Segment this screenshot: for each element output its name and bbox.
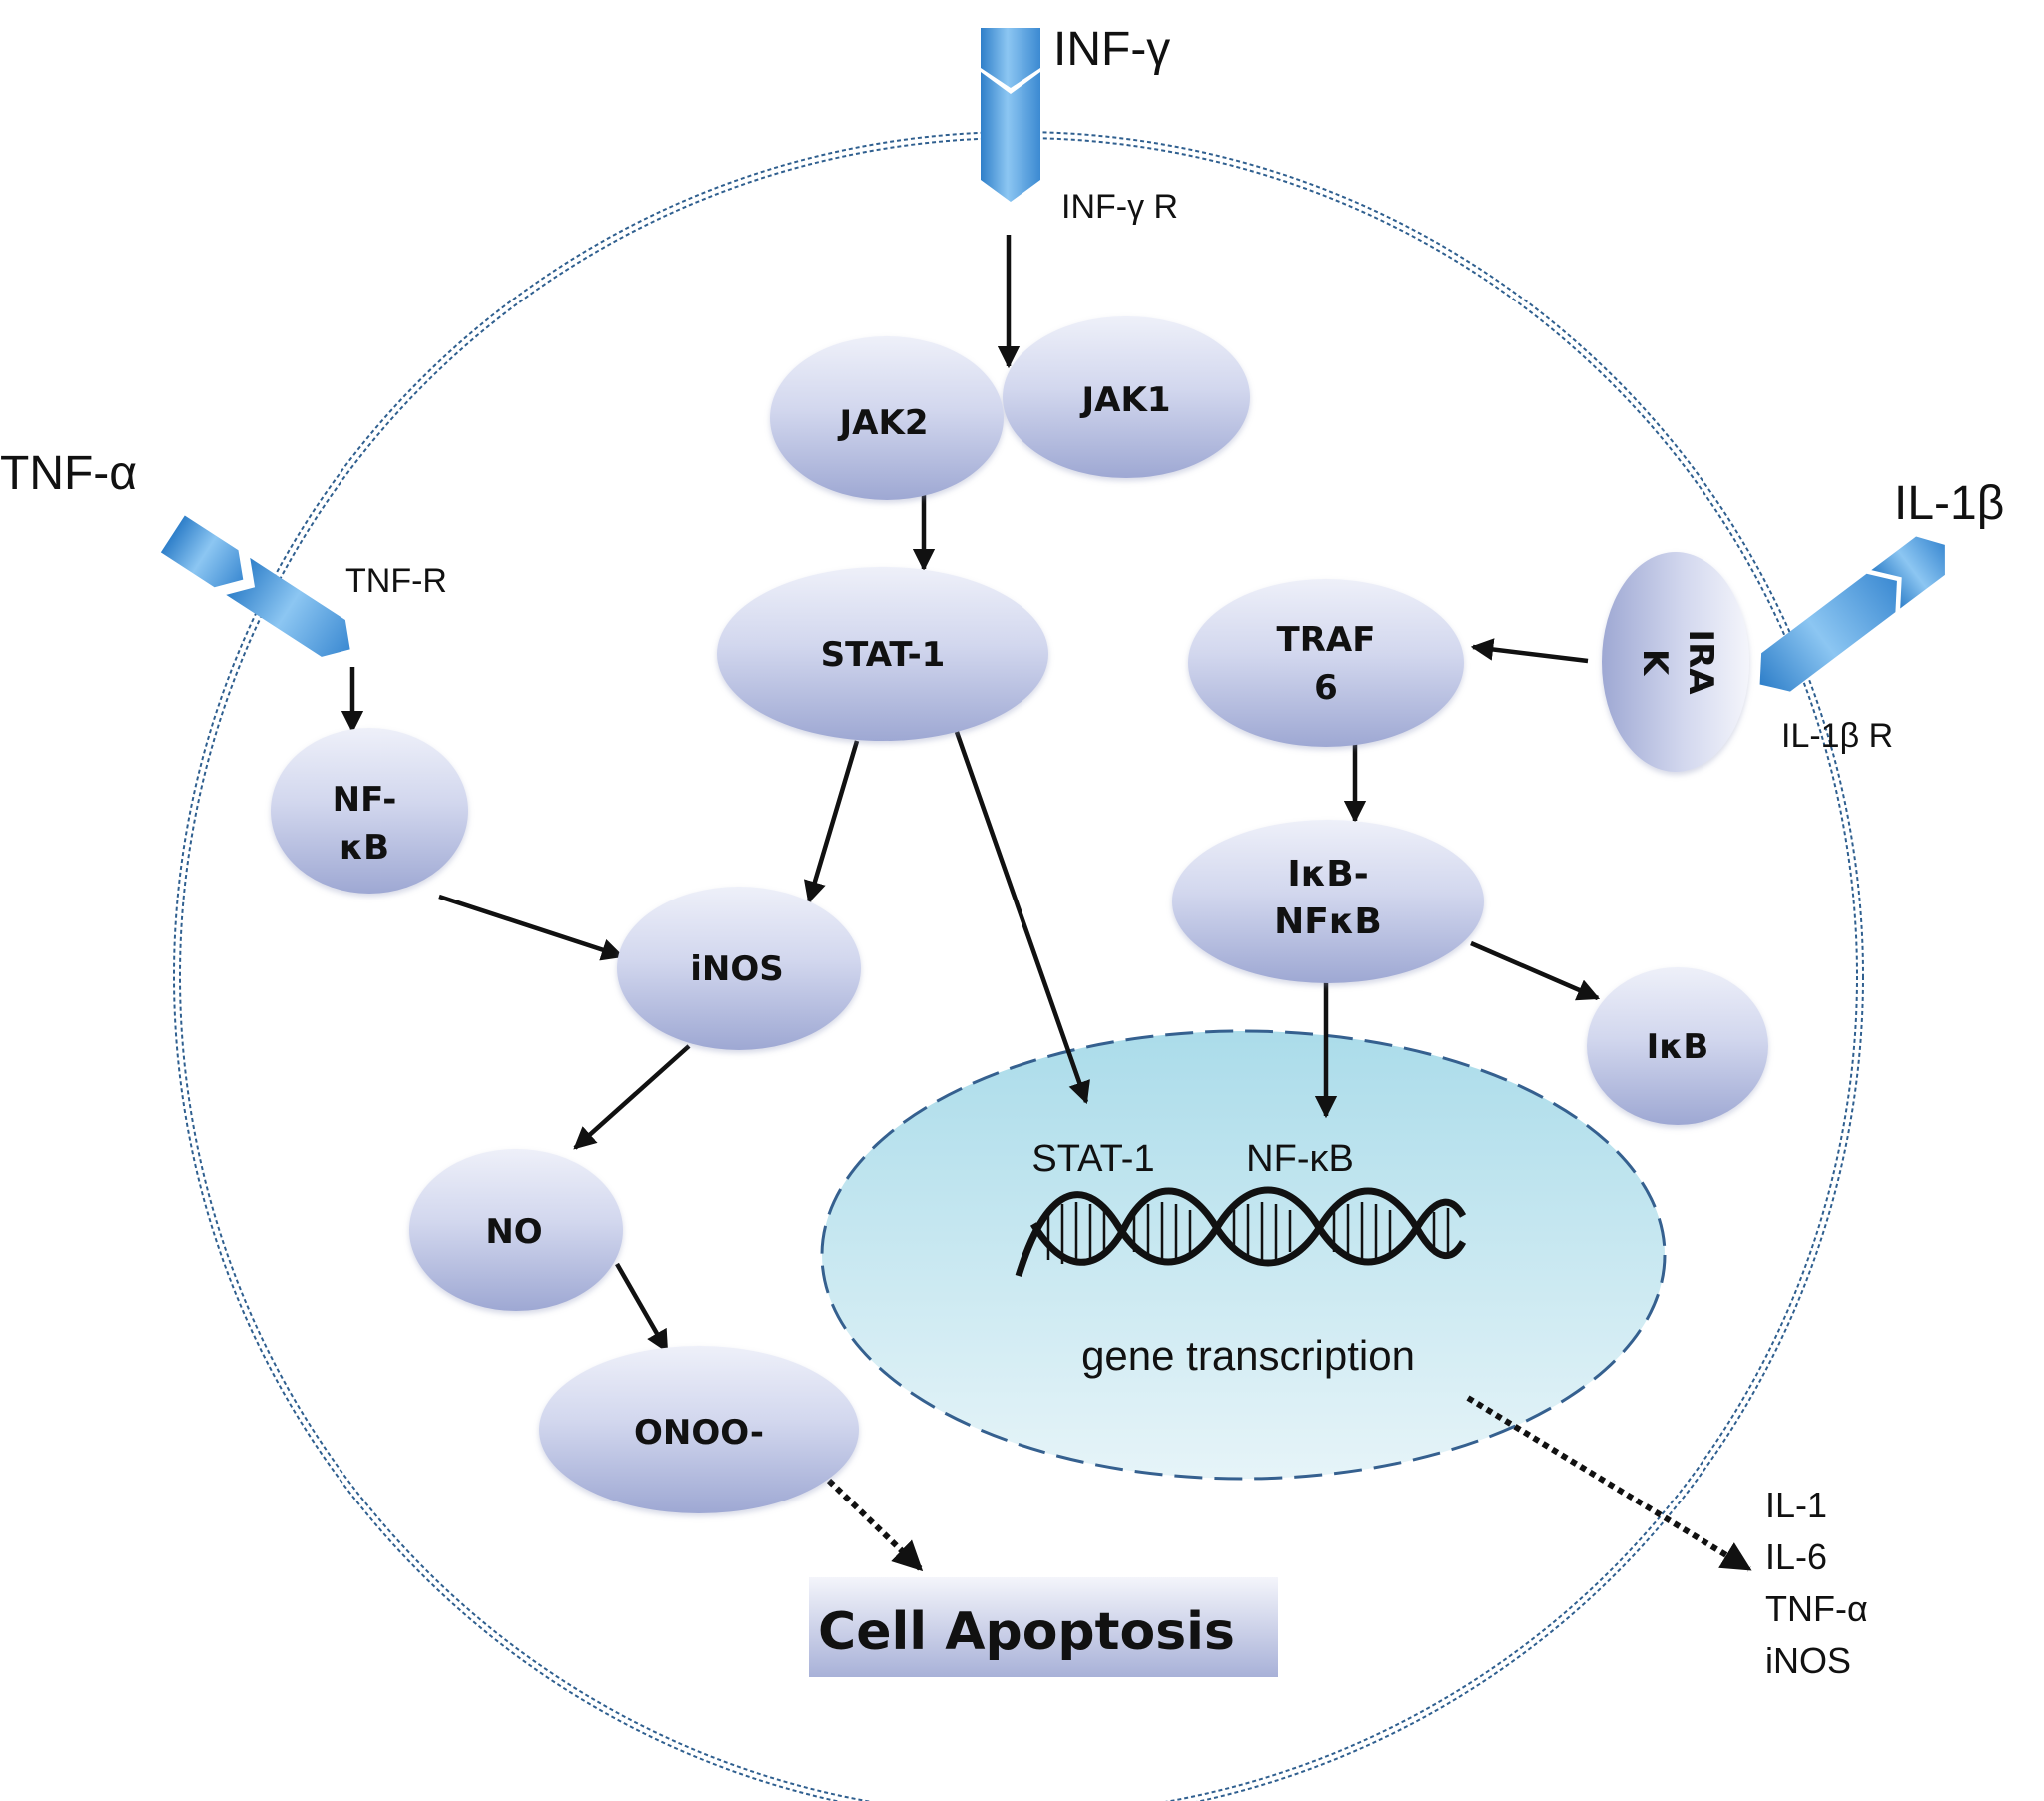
label-irak-line2: K (1635, 649, 1675, 677)
node-inos (617, 887, 861, 1050)
label-irak-line1: IRA (1681, 629, 1720, 695)
tnf-receptor (160, 515, 350, 657)
label-inos: iNOS (690, 949, 784, 989)
apoptosis-box: Cell Apoptosis (809, 1577, 1278, 1677)
label-il1-beta: IL-1β (1894, 477, 2004, 530)
nucleus-caption: gene transcription (1081, 1332, 1415, 1379)
label-il1-beta-r: IL-1β R (1781, 717, 1893, 755)
arrow-nfkb-to-inos (438, 894, 625, 961)
node-no (409, 1149, 623, 1311)
node-nfkb (271, 728, 468, 894)
label-ikb-nfkb-line1: IκB- (1287, 854, 1368, 895)
node-irak (1602, 552, 1749, 772)
label-inf-gamma-r: INF-γ R (1061, 188, 1178, 226)
product-item: iNOS (1765, 1640, 1851, 1681)
nucleus-stat1-label: STAT-1 (1031, 1138, 1154, 1180)
nucleus-contents: STAT-1 NF-κB gene transcription (1015, 1138, 1467, 1379)
signal-arrows (341, 235, 1601, 1353)
node-labels: JAK2 JAK1 STAT-1 NF- κB iNOS NO ONOO- TR… (333, 380, 1720, 1453)
product-list: IL-1 IL-6 TNF-α iNOS (1765, 1485, 1868, 1681)
label-nfkb-line1: NF- (333, 780, 397, 820)
arrow-stat1-to-nucleus (954, 731, 1090, 1105)
label-inf-gamma: INF-γ (1053, 23, 1170, 76)
label-no: NO (485, 1212, 542, 1252)
node-jak2 (770, 336, 1004, 500)
product-item: TNF-α (1765, 1588, 1868, 1629)
label-tnf-r: TNF-R (345, 562, 447, 600)
arrow-inos-to-no (573, 1044, 691, 1150)
arrow-stat1-to-inos (804, 740, 860, 904)
label-ikb-nfkb-line2: NFκB (1274, 901, 1382, 942)
node-stat1 (717, 567, 1048, 741)
label-onoo: ONOO- (634, 1413, 764, 1453)
il1b-receptor (1759, 536, 1945, 692)
label-ikb: IκB (1647, 1027, 1709, 1067)
apoptosis-label: Cell Apoptosis (818, 1602, 1235, 1662)
arrow-nucleus-to-products (1466, 1395, 1752, 1572)
outcome-arrows (826, 1395, 1752, 1572)
product-item: IL-1 (1765, 1485, 1827, 1525)
node-ikb (1587, 967, 1768, 1125)
arrow-irak-to-traf6 (1470, 638, 1589, 664)
node-ikb-nfkb (1172, 820, 1484, 983)
label-traf6-line2: 6 (1314, 668, 1338, 708)
label-jak2: JAK2 (838, 403, 929, 443)
arrow-no-to-onoo (615, 1262, 669, 1353)
label-jak1: JAK1 (1080, 380, 1171, 420)
arrow-ikb-nfkb-to-ikb (1470, 940, 1601, 1001)
arrow-onoo-to-apoptosis (826, 1478, 924, 1572)
label-tnf-alpha: TNF-α (0, 447, 137, 500)
label-traf6-line1: TRAF (1277, 620, 1376, 660)
label-irak: IRA K (1635, 629, 1720, 695)
dna-helix-icon (1015, 1186, 1467, 1278)
label-nfkb-line2: κB (340, 828, 389, 868)
node-onoo (539, 1346, 859, 1513)
node-jak1 (1003, 316, 1250, 478)
node-traf6 (1188, 579, 1464, 747)
nucleus-nfkb-label: NF-κB (1246, 1138, 1354, 1180)
product-item: IL-6 (1765, 1536, 1827, 1577)
protein-nodes (271, 316, 1768, 1513)
inf-gamma-receptor (981, 28, 1040, 202)
ligand-labels: INF-γ INF-γ R TNF-α TNF-R IL-1β IL-1β R (0, 23, 2004, 755)
label-stat1: STAT-1 (821, 635, 946, 675)
